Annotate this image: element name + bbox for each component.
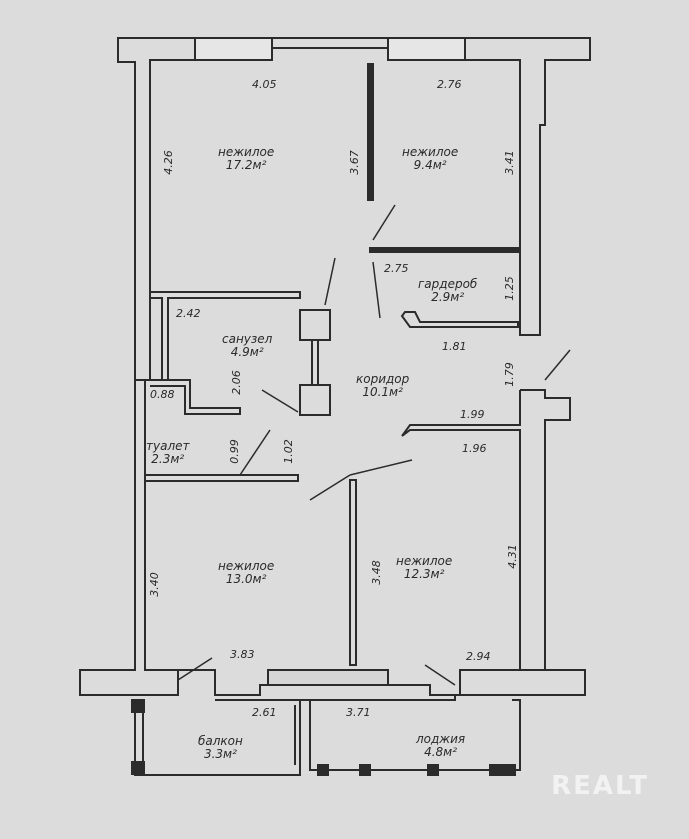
room-label: санузел 4.9м² [222,333,272,359]
dimension-label: 1.96 [462,442,487,455]
room-area: 12.3м² [403,567,445,581]
room-name: коридор [356,372,410,386]
dimension-label: 0.99 [227,439,241,464]
dimension-label: 3.71 [346,706,371,719]
room-area: 4.8м² [424,745,458,759]
dimension-label: 0.88 [150,388,175,401]
room-area: 10.1м² [362,385,403,399]
dimension-label: 1.25 [502,276,516,301]
dimension-label: 3.48 [369,560,383,585]
room-label: коридор 10.1м² [356,373,409,399]
dimension-label: 4.05 [252,78,277,91]
dimension-label: 2.76 [437,78,462,91]
left-outer-wall [79,380,179,696]
dimension-label: 1.79 [502,362,516,387]
dimension-label: 2.75 [384,262,409,275]
dimension-label: 2.61 [252,706,277,719]
room-name: нежилое [396,554,453,568]
dimension-label: 2.06 [229,370,243,395]
room-label: балкон 3.3м² [198,735,243,761]
room-area: 2.3м² [151,452,185,466]
dimension-label: 4.31 [505,544,519,569]
room-name: туалет [146,439,190,453]
room-label: туалет 2.3м² [146,440,190,466]
room-label: лоджия 4.8м² [416,733,465,759]
top-outer-wall [117,37,591,381]
room-label: нежилое 12.3м² [396,555,452,581]
dimension-label: 3.41 [502,150,516,175]
room-area: 13.0м² [225,572,267,586]
room-area: 4.9м² [230,345,264,359]
room-name: гардероб [418,277,478,291]
room-name: нежилое [218,559,275,573]
room-label: нежилое 17.2м² [218,146,274,172]
room-area: 3.3м² [203,747,237,761]
room-name: нежилое [218,145,275,159]
room-name: нежилое [402,145,459,159]
room-label: гардероб 2.9м² [418,278,477,304]
dimension-label: 2.42 [176,307,201,320]
dimension-label: 4.26 [161,150,175,175]
dimension-label: 1.02 [281,439,295,464]
dimension-label: 3.83 [230,648,255,661]
room-label: нежилое 9.4м² [402,146,458,172]
room-area: 9.4м² [413,158,447,172]
watermark-logo: REALT [551,771,649,801]
room-area: 17.2м² [225,158,267,172]
room-label: нежилое 13.0м² [218,560,274,586]
dimension-label: 1.81 [442,340,467,353]
dimension-label: 3.40 [147,572,161,597]
room-area: 2.9м² [431,290,465,304]
room-name: лоджия [416,732,466,746]
dimension-label: 1.99 [460,408,485,421]
dimension-label: 2.94 [466,650,491,663]
room-name: балкон [198,734,243,748]
dimension-label: 3.67 [347,150,361,175]
room-name: санузел [222,332,273,346]
